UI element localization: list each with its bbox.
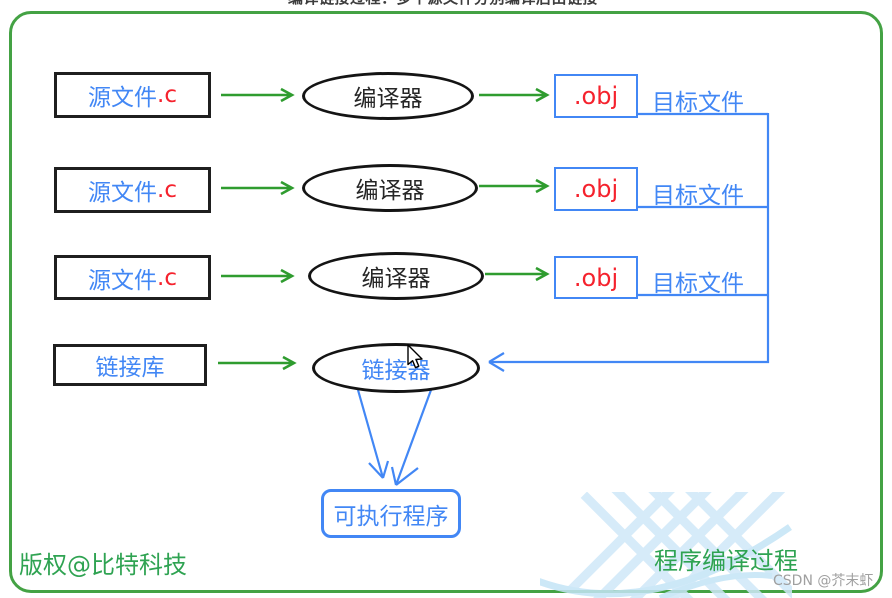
copyright-text: 版权@比特科技: [19, 551, 187, 579]
compiler-ellipse-3: 编译器: [308, 252, 484, 300]
obj-file-label: .obj: [573, 175, 619, 203]
obj-file-label: .obj: [573, 263, 619, 292]
obj-file-box-2: .obj: [554, 167, 638, 211]
obj-file-label: .obj: [573, 82, 619, 110]
executable-box: 可执行程序: [321, 489, 461, 538]
target-file-label-1: 目标文件: [652, 90, 744, 116]
obj-file-box-3: .obj: [554, 256, 638, 299]
source-file-label: 源文件: [88, 267, 158, 294]
compiler-label: 编译器: [355, 178, 425, 204]
target-file-label-3: 目标文件: [652, 271, 744, 297]
compiler-ellipse-2: 编译器: [302, 164, 478, 212]
source-file-ext: .c: [157, 177, 177, 203]
obj-file-box-1: .obj: [554, 74, 638, 118]
csdn-watermark-text: CSDN @芥末虾: [773, 573, 874, 589]
compiler-label: 编译器: [353, 86, 423, 112]
linker-ellipse: 链接器: [312, 343, 480, 393]
source-file-box-1: 源文件.c: [54, 72, 211, 118]
diagram-border: [9, 11, 883, 593]
compiler-label: 编译器: [361, 266, 431, 292]
source-file-label: 源文件: [88, 85, 158, 111]
source-file-ext: .c: [157, 264, 177, 291]
source-file-ext: .c: [157, 82, 177, 108]
linker-label: 链接器: [361, 358, 431, 384]
source-file-label: 源文件: [88, 180, 158, 206]
executable-label: 可执行程序: [333, 503, 449, 530]
clipped-title-text: 编译链接过程：多个源文件分别编译后由链接器链接生成程序: [288, 0, 598, 8]
compiler-ellipse-1: 编译器: [302, 72, 474, 120]
source-file-box-3: 源文件 .c: [54, 255, 211, 300]
link-library-box: 链接库: [53, 344, 207, 386]
source-file-box-2: 源文件.c: [54, 167, 211, 213]
link-library-label: 链接库: [95, 355, 165, 381]
target-file-label-2: 目标文件: [652, 183, 744, 209]
